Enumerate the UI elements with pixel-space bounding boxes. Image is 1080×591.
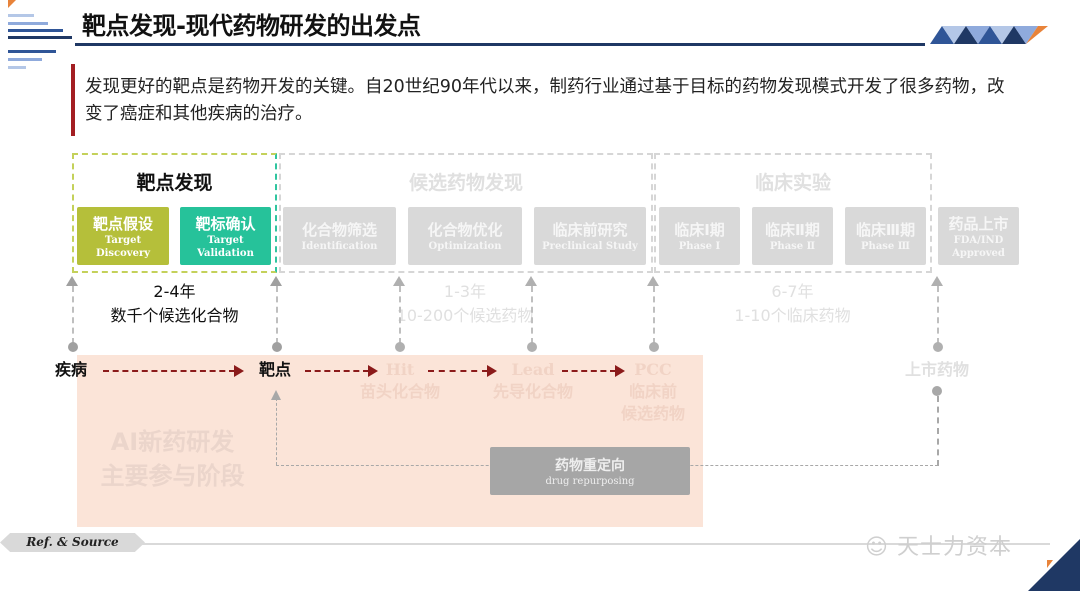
stage-clinical-trials: [654, 153, 932, 273]
stage-title: 候选药物发现: [408, 172, 523, 194]
stage-title: 临床实验: [754, 172, 831, 194]
intro-text: 发现更好的靶点是药物开发的关键。自20世纪90年代以来，制药行业通过基于目标的药…: [85, 77, 1005, 124]
stage-candidate-discovery: [279, 153, 653, 273]
flow-arrow: [103, 370, 235, 372]
stage-title: 靶点发现: [136, 172, 213, 194]
stage-duration: 2-4年数千个候选化合物: [110, 282, 239, 325]
ai-zone-label: AI新药研发主要参与阶段: [100, 428, 245, 490]
watermark: ☺ 天士力资本: [865, 535, 1012, 560]
title-underline: [75, 43, 925, 46]
flow-market: 上市药物: [904, 360, 969, 379]
footer-line: [140, 543, 1050, 545]
flow-disease: 疾病: [54, 360, 87, 379]
flow-arrow: [305, 370, 369, 372]
corner-orange-accent: [1047, 560, 1053, 568]
ref-source-label: Ref. & Source: [0, 533, 145, 552]
triangle-pattern-icon: [930, 26, 1048, 44]
flow-arrow: [428, 370, 488, 372]
corner-triangle-decoration: [1028, 539, 1080, 591]
page-title: 靶点发现-现代药物研发的出发点: [82, 12, 421, 40]
flow-target: 靶点: [258, 360, 291, 379]
flow-arrow: [562, 370, 616, 372]
wechat-icon: ☺: [865, 535, 897, 560]
stage-target-discovery: [72, 153, 277, 273]
corner-decoration: [0, 0, 80, 70]
intro-accent-bar: [71, 64, 75, 136]
ai-zone: [77, 355, 703, 527]
